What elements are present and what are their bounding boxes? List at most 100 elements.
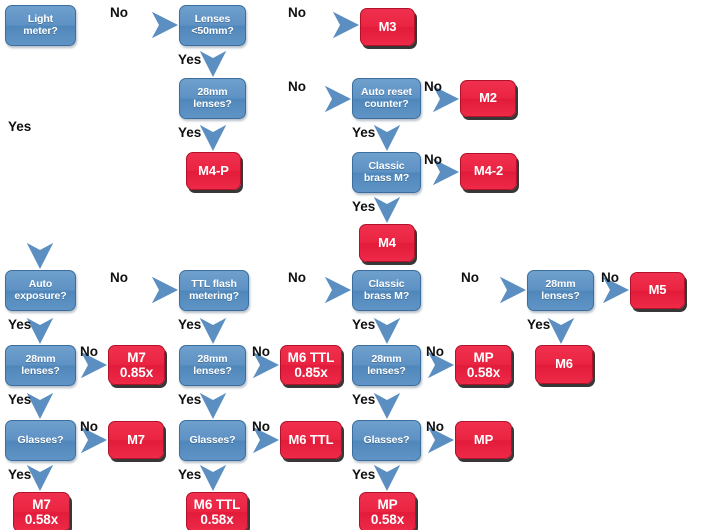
terminal-node-mp[interactable]: MP bbox=[455, 421, 512, 459]
edge-label-ttl-flash-yes: Yes bbox=[178, 317, 202, 332]
decision-node-glasses-mp[interactable]: Glasses? bbox=[352, 420, 421, 461]
edge-label-lenses-28mm-top-yes: Yes bbox=[178, 125, 202, 140]
node-label-line2: metering? bbox=[189, 289, 239, 302]
node-label-line2: <50mm? bbox=[191, 24, 234, 37]
node-label-line1: M4-2 bbox=[473, 163, 504, 179]
node-label-line1: TTL flash bbox=[191, 277, 237, 290]
node-label-line2: lenses? bbox=[21, 364, 60, 377]
node-label-line1: 28mm bbox=[25, 352, 56, 365]
edge-label-lenses-28mm-m6-yes: Yes bbox=[178, 392, 202, 407]
node-label-line1: M4-P bbox=[198, 162, 229, 178]
node-label-line2: counter? bbox=[364, 97, 409, 110]
edge-label-light-meter-yes: Yes bbox=[8, 119, 32, 134]
node-label-line1: 28mm bbox=[197, 352, 228, 365]
node-label-line2: meter? bbox=[23, 24, 58, 37]
decision-node-glasses-m7[interactable]: Glasses? bbox=[5, 420, 76, 461]
edge-label-lenses-28mm-mp-no: No bbox=[426, 344, 444, 359]
node-label-line2: brass M? bbox=[363, 289, 410, 302]
node-label-line1: M6 TTL bbox=[193, 496, 241, 512]
edge-label-classic-brass-mid-yes: Yes bbox=[352, 317, 376, 332]
edge-label-lenses-28mm-top-no: No bbox=[288, 79, 306, 94]
edge-label-glasses-mp-no: No bbox=[426, 419, 444, 434]
node-label-line1: M6 TTL bbox=[287, 349, 335, 365]
edge-label-ttl-flash-no: No bbox=[288, 270, 306, 285]
terminal-node-m7[interactable]: M7 bbox=[108, 421, 164, 459]
node-label-line1: M7 bbox=[127, 431, 145, 447]
node-label-line1: M5 bbox=[648, 282, 667, 298]
node-label-line2: 0.58x bbox=[24, 512, 59, 527]
node-label-line1: MP bbox=[473, 349, 494, 365]
node-label-line1: Auto bbox=[28, 277, 53, 290]
decision-node-lenses-50mm[interactable]: Lenses<50mm? bbox=[179, 5, 246, 46]
edge-label-lenses-28mm-m7-no: No bbox=[80, 344, 98, 359]
edge-label-auto-reset-yes: Yes bbox=[352, 125, 376, 140]
node-label-line1: M6 TTL bbox=[288, 431, 334, 447]
terminal-node-m3[interactable]: M3 bbox=[360, 8, 415, 46]
terminal-node-m42[interactable]: M4-2 bbox=[460, 153, 517, 190]
edge-label-glasses-m6-yes: Yes bbox=[178, 467, 202, 482]
edge-label-classic-brass-top-yes: Yes bbox=[352, 199, 376, 214]
edge-label-auto-exposure-yes: Yes bbox=[8, 317, 32, 332]
edge-label-lenses-28mm-right-yes: Yes bbox=[527, 317, 551, 332]
node-label-line2: 0.58x bbox=[466, 365, 501, 380]
edge-label-glasses-mp-yes: Yes bbox=[352, 467, 376, 482]
edge-label-lenses-28mm-m6-no: No bbox=[252, 344, 270, 359]
terminal-node-m5[interactable]: M5 bbox=[630, 272, 685, 309]
edge-label-classic-brass-mid-no: No bbox=[461, 270, 479, 285]
terminal-node-m2[interactable]: M2 bbox=[460, 80, 516, 117]
node-label-line1: MP bbox=[473, 431, 494, 447]
edge-label-classic-brass-top-no: No bbox=[424, 152, 442, 167]
node-label-line1: M2 bbox=[479, 90, 497, 106]
node-label-line1: M7 bbox=[127, 349, 146, 365]
edge-label-lenses-50mm-yes: Yes bbox=[178, 52, 202, 67]
edge-label-lenses-28mm-m7-yes: Yes bbox=[8, 392, 32, 407]
node-label-line1: Lenses bbox=[194, 12, 231, 25]
node-label-line1: Light bbox=[27, 12, 54, 25]
node-label-line1: Classic bbox=[368, 159, 405, 172]
edge-label-auto-reset-no: No bbox=[424, 79, 442, 94]
terminal-node-m6[interactable]: M6 bbox=[535, 345, 593, 384]
node-label-line1: Classic bbox=[368, 277, 405, 290]
node-label-line2: 0.58x bbox=[200, 512, 234, 527]
node-label-line1: 28mm bbox=[545, 277, 576, 290]
node-label-line2: lenses? bbox=[541, 289, 580, 302]
edge-label-auto-exposure-no: No bbox=[110, 270, 128, 285]
edge-label-lenses-28mm-right-no: No bbox=[601, 270, 619, 285]
terminal-node-m4p[interactable]: M4-P bbox=[186, 152, 241, 190]
edge-label-lenses-28mm-mp-yes: Yes bbox=[352, 392, 376, 407]
edge-label-glasses-m7-no: No bbox=[80, 419, 98, 434]
decision-node-glasses-m6[interactable]: Glasses? bbox=[179, 420, 246, 461]
node-label-line2: lenses? bbox=[193, 364, 232, 377]
node-label-line1: Glasses? bbox=[363, 433, 410, 446]
node-label-line2: lenses? bbox=[193, 97, 232, 110]
terminal-node-m4[interactable]: M4 bbox=[359, 224, 415, 262]
node-label-line2: lenses? bbox=[367, 364, 406, 377]
node-label-line2: brass M? bbox=[363, 171, 410, 184]
edge-label-glasses-m7-yes: Yes bbox=[8, 467, 32, 482]
terminal-node-m6ttl[interactable]: M6 TTL bbox=[280, 421, 342, 459]
node-label-line1: Auto reset bbox=[361, 85, 412, 98]
node-label-line1: Glasses? bbox=[17, 433, 64, 446]
edge-label-lenses-50mm-no: No bbox=[288, 5, 306, 20]
node-label-line2: exposure? bbox=[14, 289, 67, 302]
node-label-line1: M4 bbox=[378, 234, 396, 250]
